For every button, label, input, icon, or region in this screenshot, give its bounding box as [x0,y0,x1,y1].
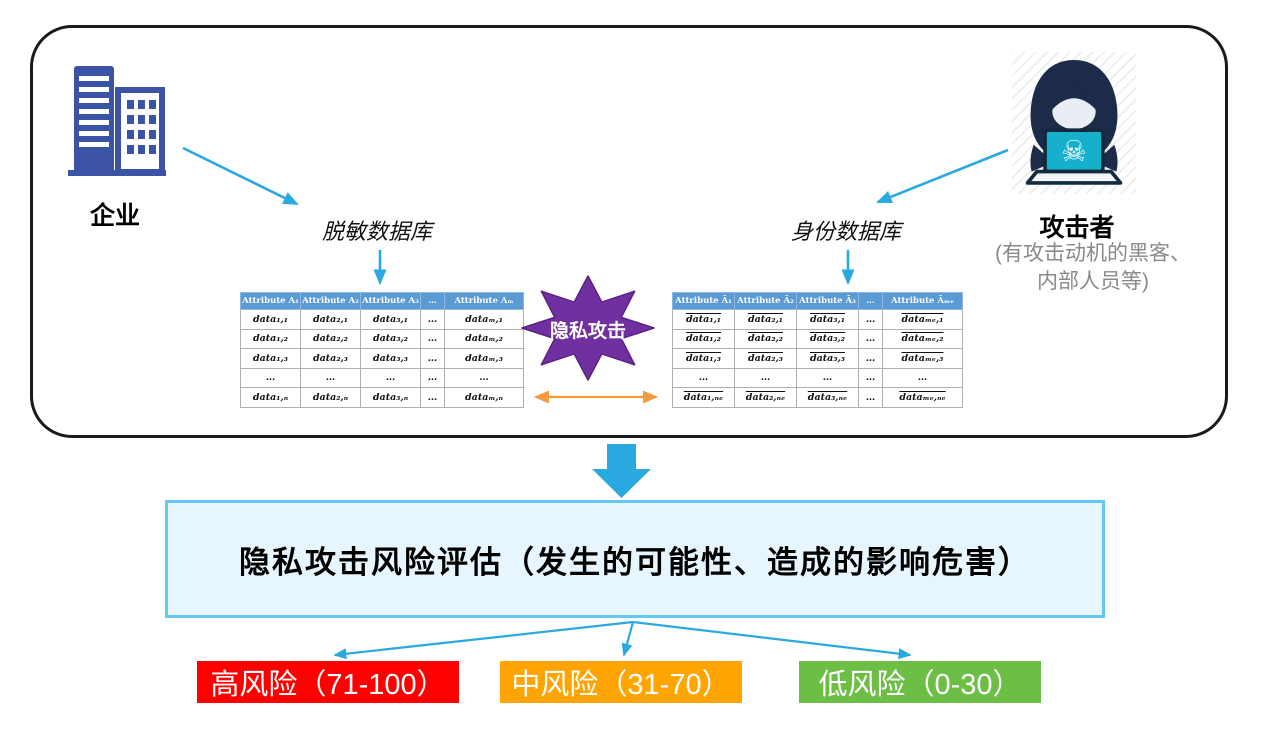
enterprise-label: 企业 [89,202,140,230]
table-cell: … [858,367,883,388]
table-cell: dataₘ,₁ [444,309,524,330]
table-cell: … [420,309,445,330]
low-risk-badge: 低风险（0-30） [799,661,1041,703]
table-cell: … [858,309,883,330]
table-cell: data₁,₃ [240,348,301,369]
table-row: …………… [240,367,524,388]
table-cell: … [444,367,524,388]
column-header: … [420,292,445,310]
big-down-arrow [592,444,651,498]
table-cell: data₂,₁ [734,309,797,330]
table-cell: data₃,₃ [796,348,859,369]
table-cell: dataₘ,ₙ [444,387,524,408]
table-cell: data₁,₃ [672,348,735,369]
table-cell: data₃,₃ [360,348,421,369]
table-cell: data₁,₂ [672,328,735,349]
table-cell: dataₘ,₂ [444,328,524,349]
table-cell: data₂,₃ [734,348,797,369]
hacker-icon-art: ☠ [1025,59,1123,185]
table-cell: data₂,₂ [734,328,797,349]
building-icon [68,66,166,176]
table-cell: data₂,₁ [300,309,361,330]
table-cell: … [672,367,735,388]
svg-text:☠: ☠ [1061,134,1087,168]
table-cell: data₃,₁ [796,309,859,330]
masked-db-title: 脱敏数据库 [321,219,432,244]
table-cell: … [420,348,445,369]
identity-db-title: 身份数据库 [790,219,901,244]
table-cell: … [796,367,859,388]
table-cell: … [882,367,963,388]
arrow-to-high-risk [333,620,634,660]
table-cell: … [420,387,445,408]
table-cell: data₃,₁ [360,309,421,330]
table-cell: … [858,387,883,408]
table-cell: dataₘₑ,₁ [882,309,963,330]
risk-assessment-box: 隐私攻击风险评估（发生的可能性、造成的影响危害） [165,500,1105,618]
privacy-attack-label: 隐私攻击 [549,320,626,342]
table-cell: data₂,₃ [300,348,361,369]
column-header: Attribute A₂ [300,292,361,310]
column-header: Attribute Ā₂ [734,292,797,310]
table-cell: … [300,367,361,388]
table-cell: data₃,ₙ [360,387,421,408]
table-cell: … [360,367,421,388]
column-header: Attribute A₃ [360,292,421,310]
column-header: Attribute Ā₁ [672,292,735,310]
arrow-to-medium-risk [621,621,635,657]
attacker-note: (有攻击动机的黑客、 内部人员等) [995,242,1191,294]
risk-assessment-label: 隐私攻击风险评估（发生的可能性、造成的影响危害） [239,544,1031,580]
table-cell: … [858,328,883,349]
scenario-frame [30,25,1228,438]
table-cell: dataₘₑ,₃ [882,348,963,369]
column-header: Attribute Ā₃ [796,292,859,310]
arrow-to-low-risk [632,620,912,660]
table-cell: data₂,ₙ [300,387,361,408]
table-row: …………… [672,367,963,388]
table-cell: data₁,ₙₑ [672,387,735,408]
table-cell: data₃,₂ [360,328,421,349]
table-cell: data₂,ₙₑ [734,387,797,408]
table-cell: data₃,₂ [796,328,859,349]
column-header: Attribute A₁ [240,292,301,310]
table-cell: data₃,ₙₑ [796,387,859,408]
attacker-label: 攻击者 [1039,214,1115,242]
column-header: Attribute Aₘ [444,292,524,310]
table-cell: … [240,367,301,388]
table-cell: data₁,₁ [240,309,301,330]
table-cell: dataₘₑ,ₙₑ [882,387,963,408]
table-cell: dataₘ,₃ [444,348,524,369]
table-cell: data₁,₁ [672,309,735,330]
table-cell: data₁,ₙ [240,387,301,408]
table-cell: data₂,₂ [300,328,361,349]
table-cell: dataₘₑ,₂ [882,328,963,349]
table-cell: … [734,367,797,388]
table-cell: data₁,₂ [240,328,301,349]
table-cell: … [858,348,883,369]
column-header: Attribute Āₘₑ [882,292,963,310]
table-cell: … [420,328,445,349]
column-header: … [858,292,883,310]
table-cell: … [420,367,445,388]
high-risk-badge: 高风险（71-100） [197,661,459,703]
medium-risk-badge: 中风险（31-70） [500,661,742,703]
hacker-icon: ☠ [1012,52,1136,194]
